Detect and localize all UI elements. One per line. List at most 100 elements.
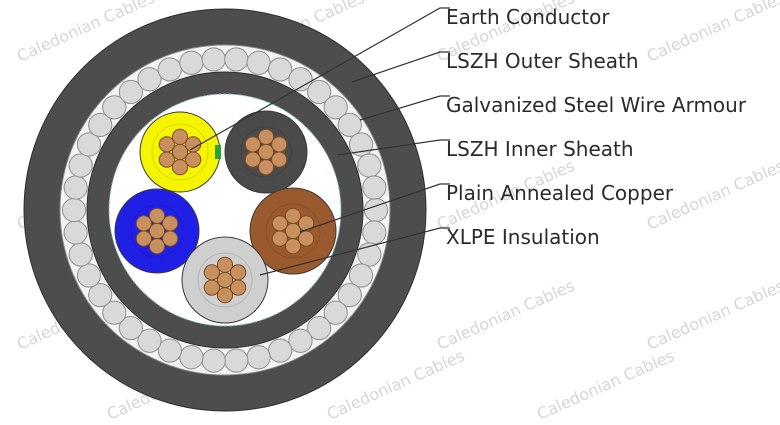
armour-wire (288, 328, 313, 353)
armour-wire (157, 57, 182, 82)
callout-insulation: XLPE Insulation (446, 225, 600, 249)
grey-core (181, 236, 269, 324)
armour-wire (246, 50, 271, 75)
brown-core (249, 187, 337, 275)
armour-wire (88, 282, 113, 308)
callout-leaders (189, 7, 450, 276)
callout-labels: Earth Conductor LSZH Outer Sheath Galvan… (446, 5, 747, 249)
armour-wire (288, 67, 313, 92)
armour-wire (179, 50, 204, 75)
copper-strand (216, 271, 234, 289)
armour-wire (201, 47, 226, 72)
leader-line (351, 51, 450, 83)
armour-wire (323, 95, 348, 120)
callout-earth-conductor: Earth Conductor (446, 5, 610, 29)
armour-wire (76, 132, 102, 157)
armour-wire (68, 242, 93, 267)
armour-wire (102, 95, 127, 120)
armour-wire (63, 175, 88, 200)
xlpe-layer (151, 123, 209, 181)
cable-cross-section (23, 8, 427, 412)
xlpe-layer (265, 203, 321, 259)
armour-wire (61, 197, 87, 223)
watermark-text: Caledonian Cables (644, 276, 780, 354)
armour-wires (61, 47, 389, 373)
watermark-text: Caledonian Cables (644, 0, 780, 66)
copper-strand (148, 207, 166, 224)
xlpe-layer (197, 252, 253, 308)
armour-wire (224, 47, 249, 72)
copper-strand (203, 279, 220, 296)
copper-strand (284, 238, 302, 255)
copper-strand (216, 287, 234, 304)
copper-strand (185, 151, 202, 168)
copper-strand (284, 207, 302, 224)
armour-wire (137, 67, 162, 92)
copper-strand (185, 136, 202, 153)
leader-line (189, 7, 450, 151)
armour-wire (88, 112, 113, 138)
copper-strand (171, 143, 189, 161)
copper-strand (162, 215, 179, 232)
watermark-text: Caledonian Cables (434, 276, 577, 354)
copper-strand (257, 159, 275, 176)
armour-wire (102, 300, 127, 325)
copper-strand (298, 230, 315, 247)
armour-wire (118, 79, 143, 105)
leader-line (337, 139, 450, 156)
blue-core (114, 188, 200, 274)
armour-wire (357, 153, 382, 178)
copper-strand (148, 238, 166, 255)
copper-strand (271, 230, 288, 247)
watermark-text: Caledonian Cables (534, 346, 677, 420)
leader-line (299, 183, 450, 233)
copper-strand (298, 215, 315, 232)
copper-strand (148, 222, 166, 240)
copper-strand (257, 143, 275, 161)
copper-strand (271, 215, 288, 232)
copper-strand (171, 128, 189, 145)
leader-line (259, 227, 450, 276)
copper-strand (230, 264, 247, 281)
armour-wire (76, 263, 102, 288)
xlpe-layer (240, 126, 292, 178)
armour-wire (357, 242, 382, 267)
armour-wire (363, 197, 389, 223)
copper-strand (244, 136, 261, 153)
copper-strand (135, 230, 152, 247)
armour-wire (224, 348, 249, 373)
leader-line (359, 95, 450, 121)
armour-wire (201, 348, 226, 373)
earth-stripe (215, 145, 221, 159)
armour-wire (157, 338, 182, 363)
cores (114, 110, 337, 324)
callout-outer-sheath: LSZH Outer Sheath (446, 49, 639, 73)
armour-wire (362, 220, 387, 245)
xlpe-layer (130, 204, 184, 258)
armour-wire (362, 175, 387, 200)
copper-strand (162, 230, 179, 247)
armour-wire (179, 345, 204, 370)
armour-wire (137, 328, 162, 353)
copper-strand (284, 222, 302, 240)
black-core (224, 110, 308, 194)
armour-wire (246, 345, 271, 370)
earth-core (139, 111, 221, 193)
copper-strand (230, 279, 247, 296)
armour-wire (118, 315, 143, 341)
armour-wire (268, 57, 293, 82)
copper-strand (135, 215, 152, 232)
armour-wire (348, 263, 374, 288)
copper-strand (216, 256, 234, 273)
armour-wire (337, 112, 362, 138)
armour-wire (268, 338, 293, 363)
copper-strand (158, 136, 175, 153)
copper-strand (271, 136, 288, 153)
copper-strand (244, 151, 261, 168)
copper-strand (257, 128, 275, 145)
callout-inner-sheath: LSZH Inner Sheath (446, 137, 634, 161)
callout-copper: Plain Annealed Copper (446, 181, 674, 205)
copper-strand (203, 264, 220, 281)
